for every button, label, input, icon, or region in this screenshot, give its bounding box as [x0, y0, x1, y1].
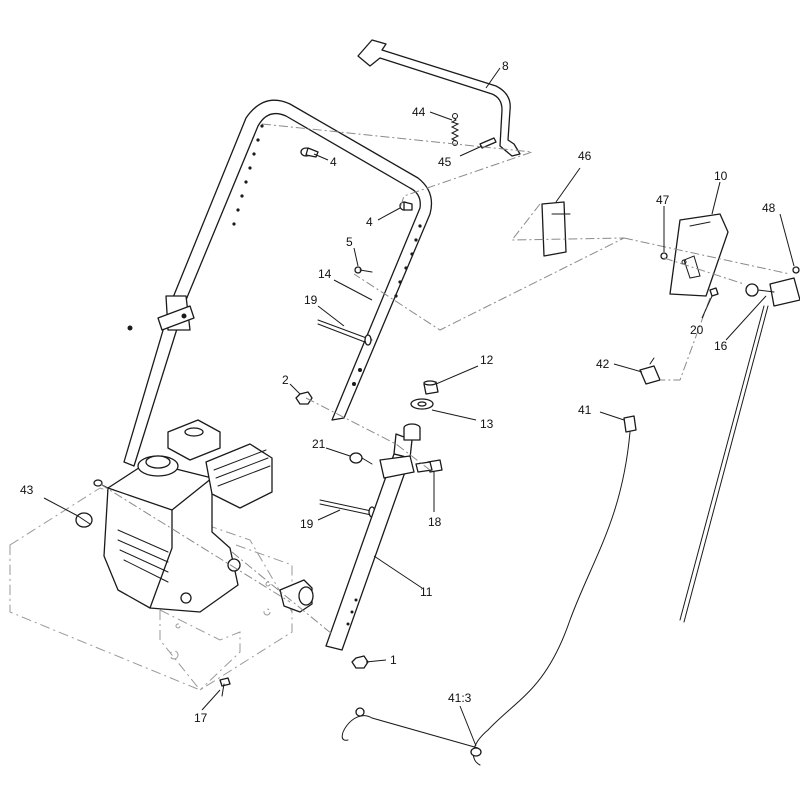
callout-1: 1	[390, 653, 397, 667]
washer-13	[410, 398, 434, 410]
callout-12: 12	[480, 353, 494, 367]
callout-16: 16	[714, 339, 728, 353]
callout-2: 2	[282, 373, 289, 387]
bail-rod	[357, 39, 521, 157]
knob-12	[423, 380, 439, 395]
bolt-18	[415, 459, 443, 473]
callout-11: 11	[420, 585, 433, 599]
callout-13: 13	[480, 417, 494, 431]
throttle-lever-16	[679, 277, 800, 623]
assembly-lines	[99, 123, 791, 635]
mower-deck-phantom	[9, 487, 293, 691]
callout-20: 20	[690, 323, 704, 337]
callout-43: 43	[20, 483, 34, 497]
callout-17: 17	[194, 711, 208, 725]
callout-45: 45	[438, 155, 452, 169]
upper-handle	[123, 99, 433, 467]
engine	[93, 419, 314, 613]
callout-42: 42	[596, 357, 610, 371]
callout-19-lower: 19	[300, 517, 314, 531]
leader-lines	[43, 67, 795, 747]
bolt-mid	[399, 201, 413, 211]
cable-connector-42	[639, 357, 661, 385]
callout-48: 48	[762, 201, 776, 215]
callout-19-upper: 19	[304, 293, 318, 307]
callout-4-upper: 4	[330, 155, 337, 169]
callout-44: 44	[412, 105, 426, 119]
cable-tie-upper	[317, 319, 373, 346]
callout-47: 47	[656, 193, 670, 207]
cable-tie-lower	[319, 499, 377, 518]
callout-8: 8	[502, 59, 509, 73]
decal-46	[541, 201, 571, 257]
knob-21	[349, 452, 373, 465]
nut-1	[351, 655, 369, 669]
callout-46: 46	[578, 149, 592, 163]
bail-spring	[450, 113, 460, 146]
plug-43	[75, 512, 93, 528]
callout-14: 14	[318, 267, 332, 281]
callout-41: 41	[578, 403, 592, 417]
screw	[354, 266, 373, 274]
callout-41-3: 41:3	[448, 691, 472, 705]
lower-handle	[325, 433, 415, 651]
callout-18: 18	[428, 515, 442, 529]
callouts: 8 44 45 4 4 46 10 47 48 5 14 19 20 16 12…	[20, 59, 776, 725]
control-bracket-10	[669, 213, 729, 297]
callout-4-lower: 4	[366, 215, 373, 229]
callout-10: 10	[714, 169, 728, 183]
nut-2	[295, 391, 313, 405]
nut-20	[709, 287, 719, 297]
callout-5: 5	[346, 235, 353, 249]
bolt-upper	[300, 147, 319, 158]
tube-top	[403, 423, 421, 441]
throttle-cable-41	[341, 415, 637, 766]
screw-47	[660, 252, 668, 260]
screw-48	[792, 266, 800, 274]
bolt-17	[219, 677, 231, 697]
callout-21: 21	[312, 437, 326, 451]
